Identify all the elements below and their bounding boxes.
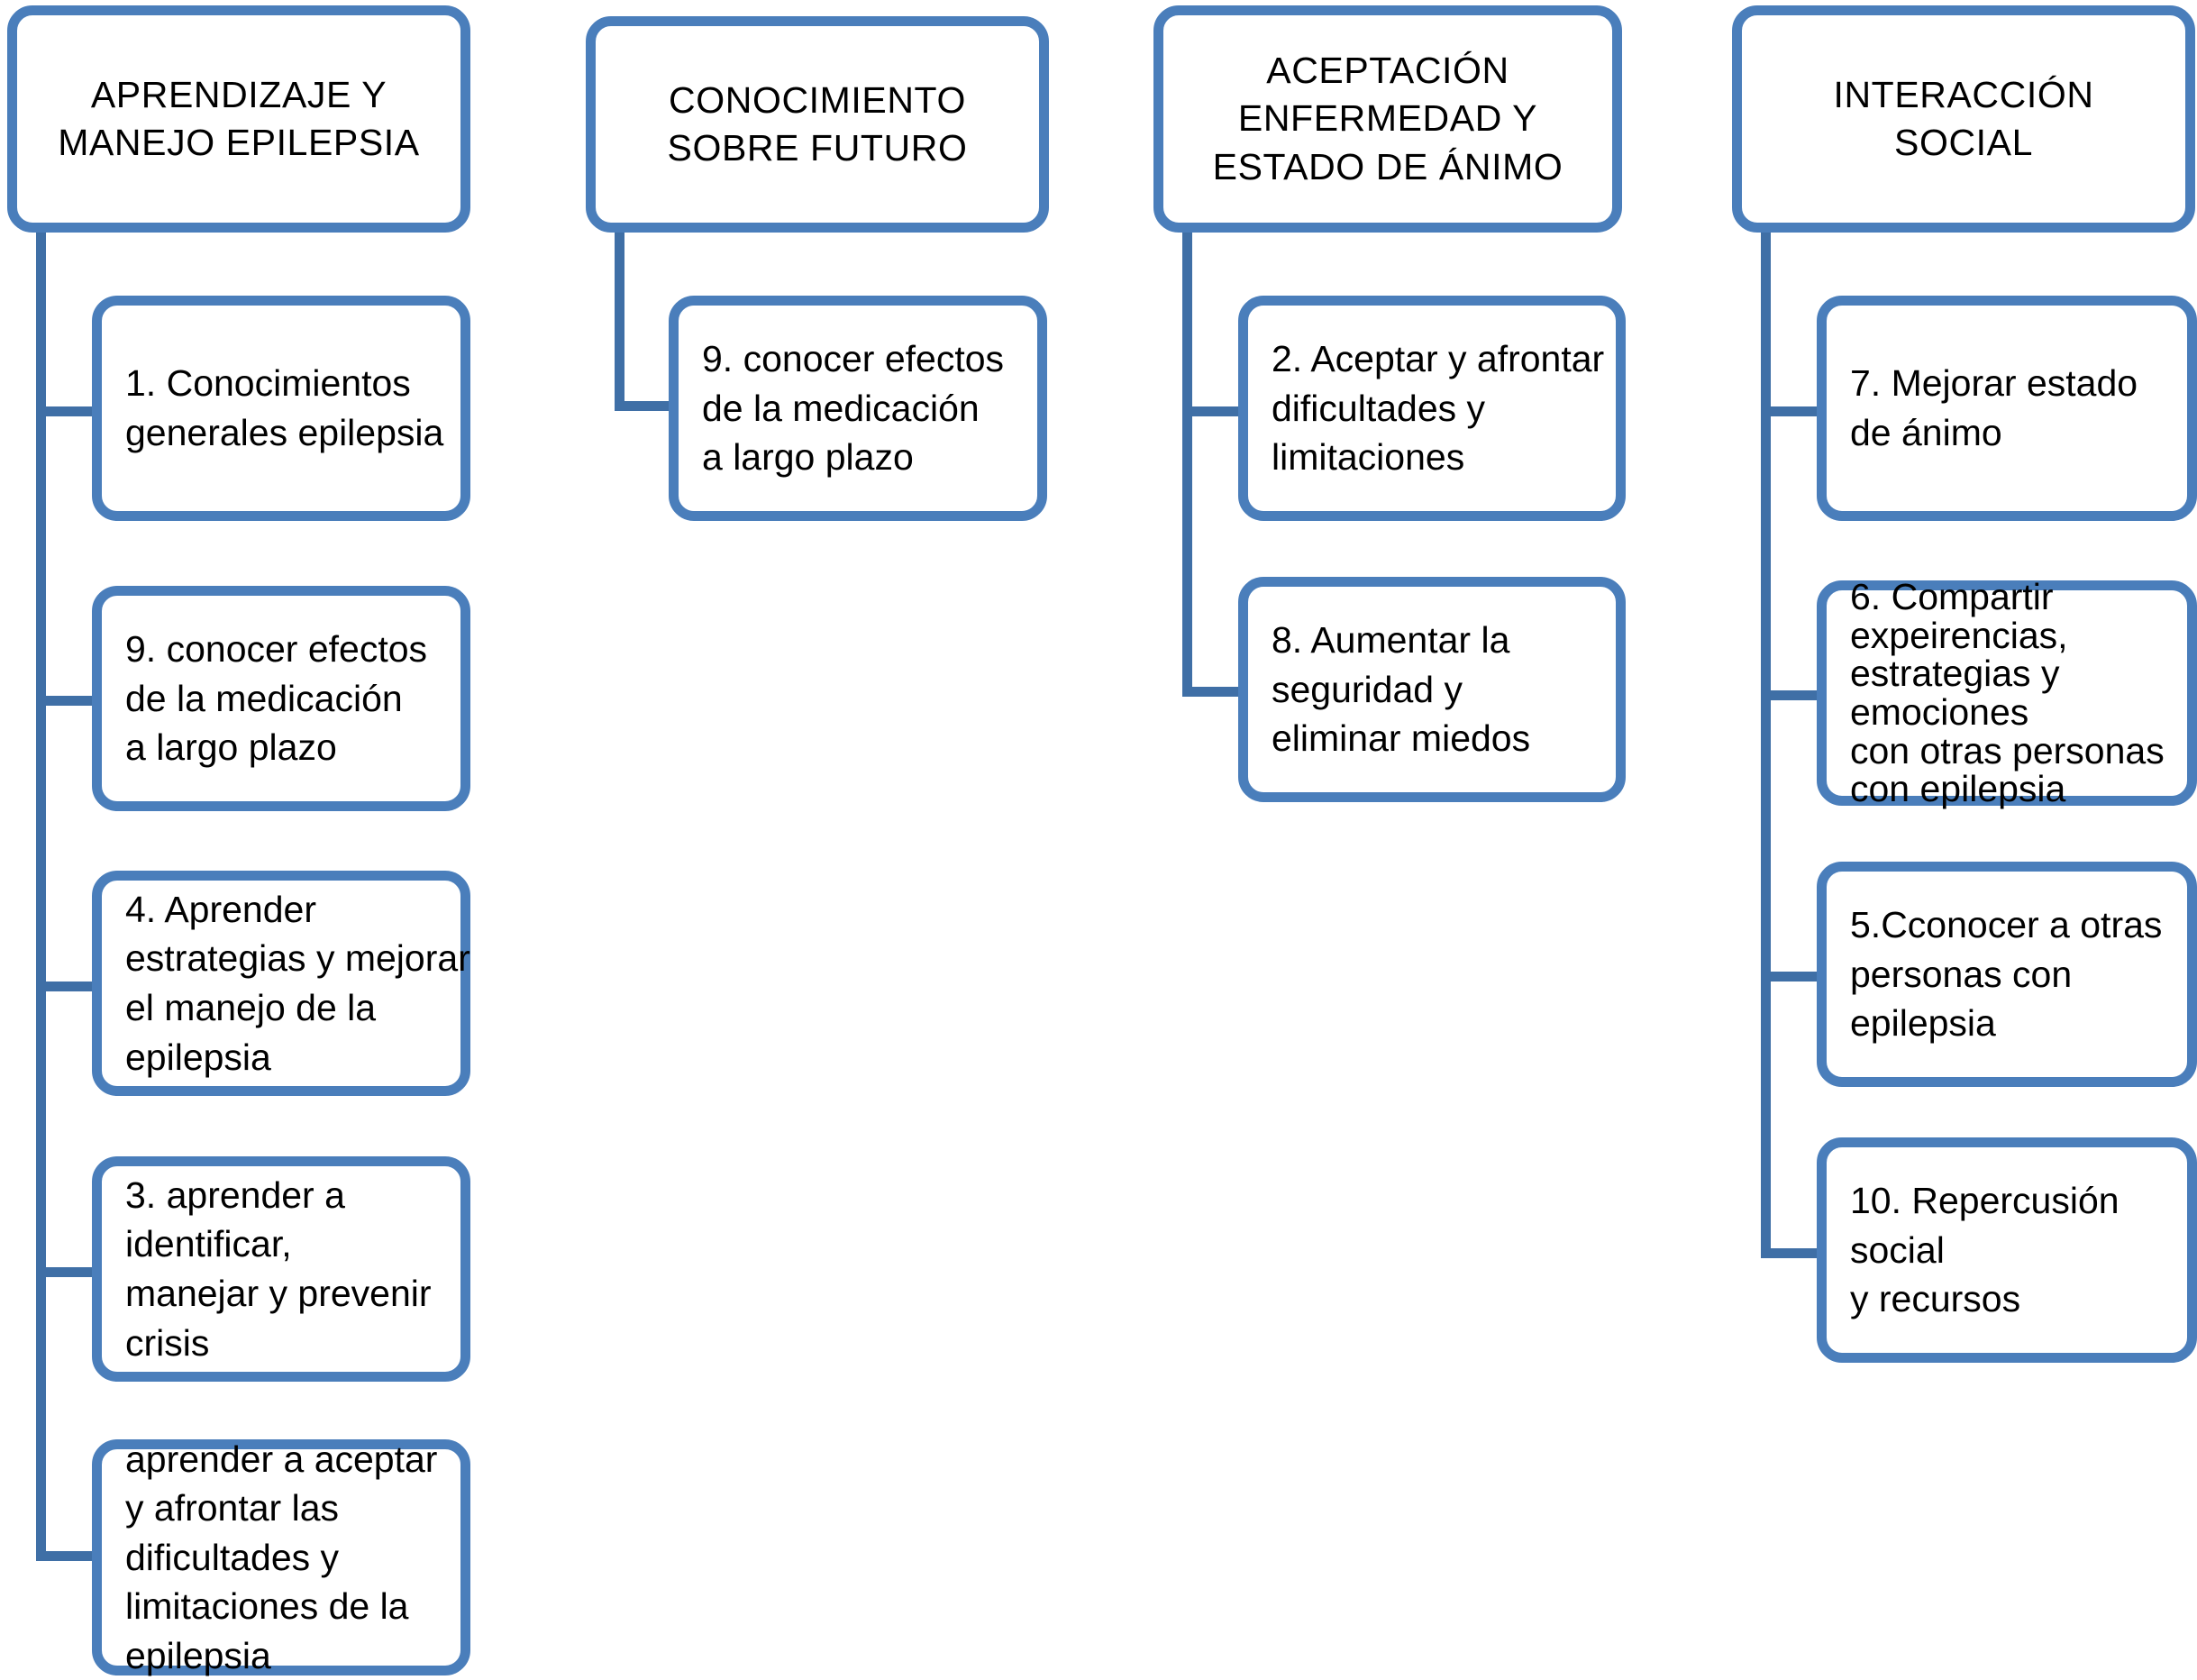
objective-label: 7. Mejorar estado de ánimo <box>1850 362 2138 453</box>
objective-box-col1-4[interactable]: 3. aprender a identificar, manejar y pre… <box>92 1156 470 1382</box>
category-header-interaccion-social[interactable]: INTERACCIÓN SOCIAL <box>1732 5 2195 233</box>
category-header-label: INTERACCIÓN SOCIAL <box>1833 73 2094 163</box>
category-header-aceptacion[interactable]: ACEPTACIÓN ENFERMEDAD Y ESTADO DE ÁNIMO <box>1153 5 1622 233</box>
objective-label: 10. Repercusión social y recursos <box>1850 1180 2120 1320</box>
objective-label: 9. conocer efectos de la medicación a la… <box>125 628 428 769</box>
connector-stub-col1-2 <box>36 696 101 706</box>
objective-label: 2. Aceptar y afrontar dificultades y lim… <box>1272 338 1605 479</box>
category-header-label: APRENDIZAJE Y MANEJO EPILEPSIA <box>58 73 420 163</box>
objective-box-col2-1[interactable]: 9. conocer efectos de la medicación a la… <box>669 296 1047 521</box>
connector-stub-col3-2 <box>1182 687 1247 697</box>
category-header-conocimiento-futuro[interactable]: CONOCIMIENTO SOBRE FUTURO <box>586 16 1049 233</box>
connector-trunk-col1 <box>36 227 46 1561</box>
objective-box-col4-2[interactable]: 6. Compartir expeirencias, estrategias y… <box>1817 576 2197 810</box>
connector-trunk-col3 <box>1182 227 1192 696</box>
connector-stub-col1-3 <box>36 982 101 991</box>
objective-box-col1-1[interactable]: 1. Conocimientos generales epilepsia <box>92 296 470 521</box>
connector-stub-col4-3 <box>1761 972 1826 982</box>
connector-stub-col3-1 <box>1182 406 1247 416</box>
objective-box-col4-3[interactable]: 5.Cconocer a otras personas con epilepsi… <box>1817 862 2197 1087</box>
objective-label: 3. aprender a identificar, manejar y pre… <box>125 1173 432 1364</box>
connector-stub-col4-2 <box>1761 690 1826 700</box>
category-header-label: CONOCIMIENTO SOBRE FUTURO <box>667 78 968 169</box>
category-header-label: ACEPTACIÓN ENFERMEDAD Y ESTADO DE ÁNIMO <box>1212 50 1563 187</box>
connector-stub-col4-1 <box>1761 406 1826 416</box>
objective-box-col1-2[interactable]: 9. conocer efectos de la medicación a la… <box>92 586 470 811</box>
objective-label: 1. Conocimientos generales epilepsia <box>125 362 444 453</box>
objective-box-col3-1[interactable]: 2. Aceptar y afrontar dificultades y lim… <box>1238 296 1626 521</box>
objective-box-col3-2[interactable]: 8. Aumentar la seguridad y eliminar mied… <box>1238 577 1626 802</box>
objective-box-col4-1[interactable]: 7. Mejorar estado de ánimo <box>1817 296 2197 521</box>
objective-box-col1-5[interactable]: aprender a aceptar y afrontar las dificu… <box>92 1438 470 1676</box>
objective-box-col4-4[interactable]: 10. Repercusión social y recursos <box>1817 1137 2197 1363</box>
connector-stub-col1-5 <box>36 1551 101 1561</box>
category-header-aprendizaje[interactable]: APRENDIZAJE Y MANEJO EPILEPSIA <box>7 5 470 233</box>
objective-box-col1-3[interactable]: 4. Aprender estrategias y mejorar el man… <box>92 871 470 1096</box>
connector-stub-col1-4 <box>36 1267 101 1277</box>
connector-stub-col4-4 <box>1761 1248 1826 1258</box>
objective-label: 5.Cconocer a otras personas con epilepsi… <box>1850 904 2163 1045</box>
objective-label: 9. conocer efectos de la medicación a la… <box>702 338 1005 479</box>
objective-label: 6. Compartir expeirencias, estrategias y… <box>1850 576 2165 810</box>
connector-trunk-col4 <box>1761 227 1771 1255</box>
connector-stub-col2-1 <box>615 401 679 411</box>
connector-stub-col1-1 <box>36 406 101 416</box>
objective-label: 8. Aumentar la seguridad y eliminar mied… <box>1272 619 1531 760</box>
objective-label: 4. Aprender estrategias y mejorar el man… <box>125 888 470 1078</box>
objective-label: aprender a aceptar y afrontar las dificu… <box>125 1438 438 1676</box>
connector-trunk-col2 <box>615 227 624 410</box>
